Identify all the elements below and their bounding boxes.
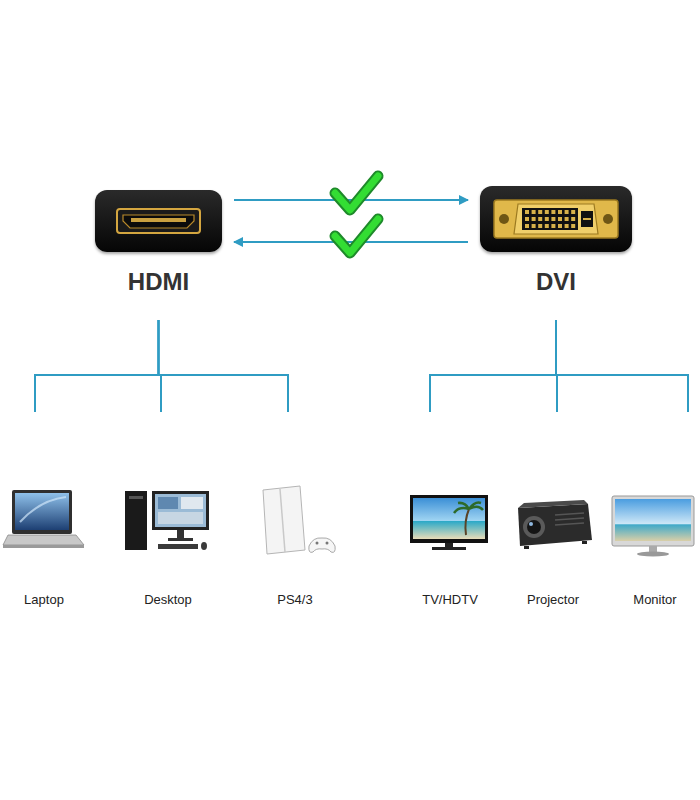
connector-tile: [95, 190, 222, 252]
checkmark: [335, 219, 378, 253]
device-node: Laptop: [2, 412, 86, 608]
laptop-icon: [3, 490, 84, 548]
device-node: Desktop: [123, 412, 213, 608]
device-node: PS4/3: [253, 412, 337, 608]
device-node: Projector: [511, 412, 595, 608]
branch-line: [35, 320, 159, 412]
desktop-icon: [125, 491, 209, 550]
signal-arrow: [234, 241, 468, 243]
monitor-icon: [612, 496, 694, 557]
branch-line: [430, 320, 556, 412]
device-label: PS4/3: [277, 592, 312, 608]
connector-label: DVI: [536, 268, 576, 296]
connector-tile: [480, 186, 632, 252]
device-node: Monitor: [613, 412, 697, 608]
device-node: TV/HDTV: [408, 412, 492, 608]
port-symbol: [480, 186, 632, 252]
connector-node: HDMI: [95, 190, 222, 320]
port-symbol: [95, 190, 222, 252]
device-label: Monitor: [633, 592, 676, 608]
connector-label: HDMI: [128, 268, 189, 296]
projector-icon: [518, 500, 592, 549]
device-label: Desktop: [144, 592, 192, 608]
console-icon: [263, 486, 335, 554]
device-label: TV/HDTV: [422, 592, 478, 608]
device-label: Laptop: [24, 592, 64, 608]
checkmark: [335, 176, 378, 210]
connector-node: DVI: [480, 186, 632, 320]
device-label: Projector: [527, 592, 579, 608]
branch-line: [556, 320, 688, 412]
checkmark: [335, 219, 378, 253]
checkmark: [335, 176, 378, 210]
branch-line: [159, 320, 289, 412]
tv-icon: [410, 495, 488, 550]
